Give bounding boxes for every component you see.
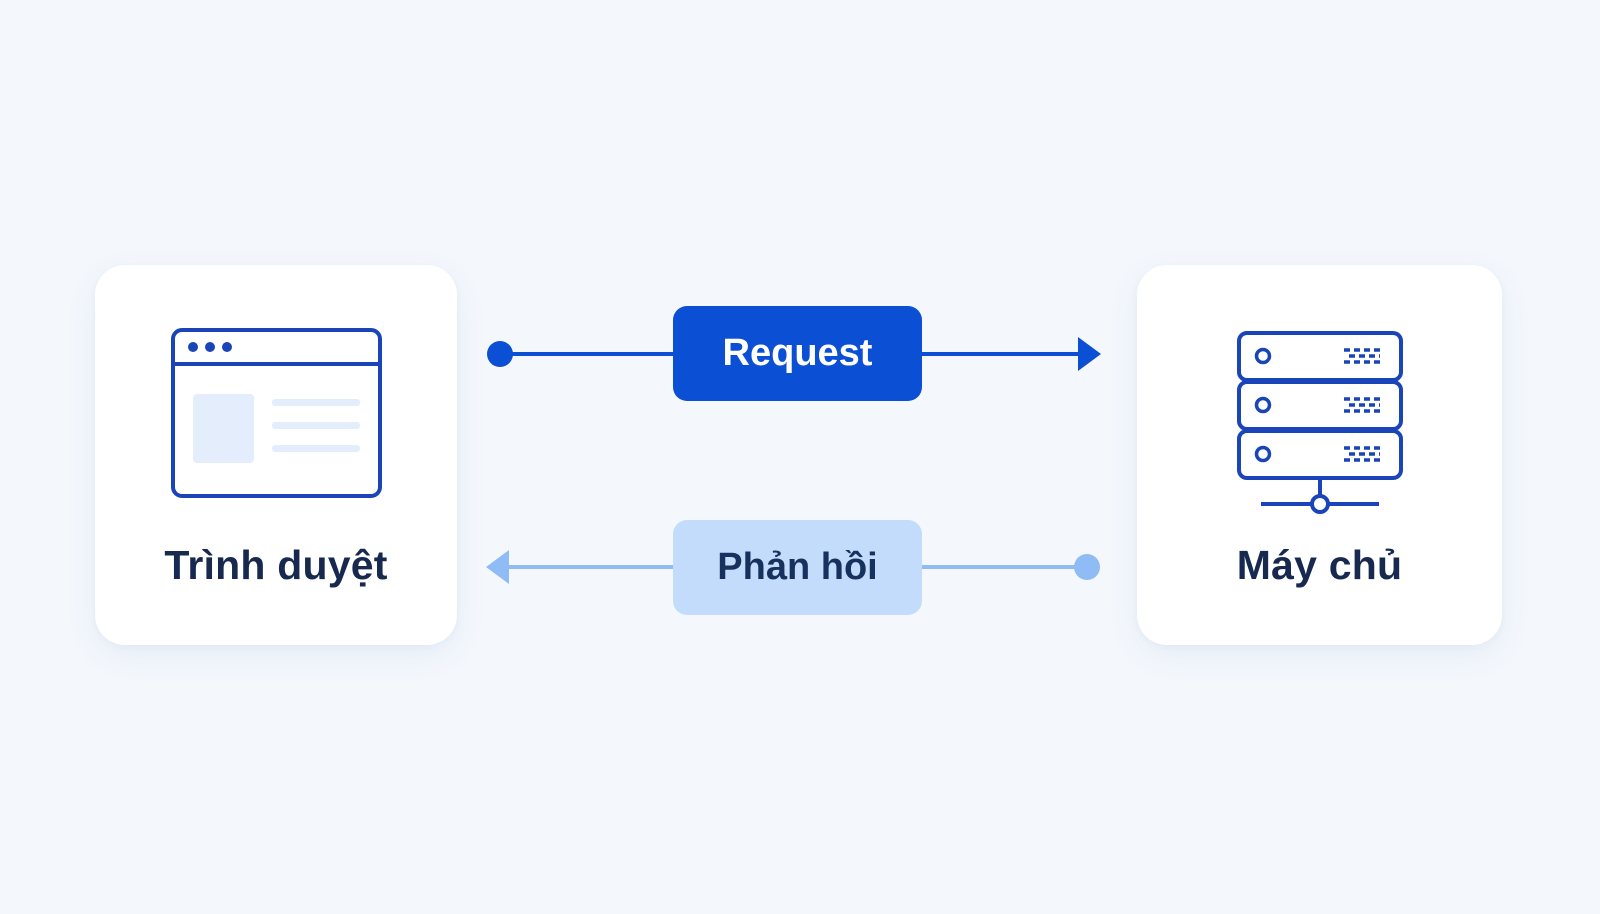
response-start-dot	[1074, 554, 1100, 580]
request-arrowhead	[1078, 337, 1101, 371]
browser-label: Trình duyệt	[164, 542, 388, 588]
request-start-dot	[487, 341, 513, 367]
request-pill: Request	[673, 306, 922, 401]
server-label: Máy chủ	[1236, 542, 1403, 588]
browser-window-icon	[171, 328, 382, 498]
response-arrowhead	[486, 550, 509, 584]
server-rack-icon	[1237, 331, 1403, 514]
browser-card: Trình duyệt	[95, 265, 457, 645]
server-card: Máy chủ	[1137, 265, 1502, 645]
response-pill: Phản hồi	[673, 520, 922, 615]
